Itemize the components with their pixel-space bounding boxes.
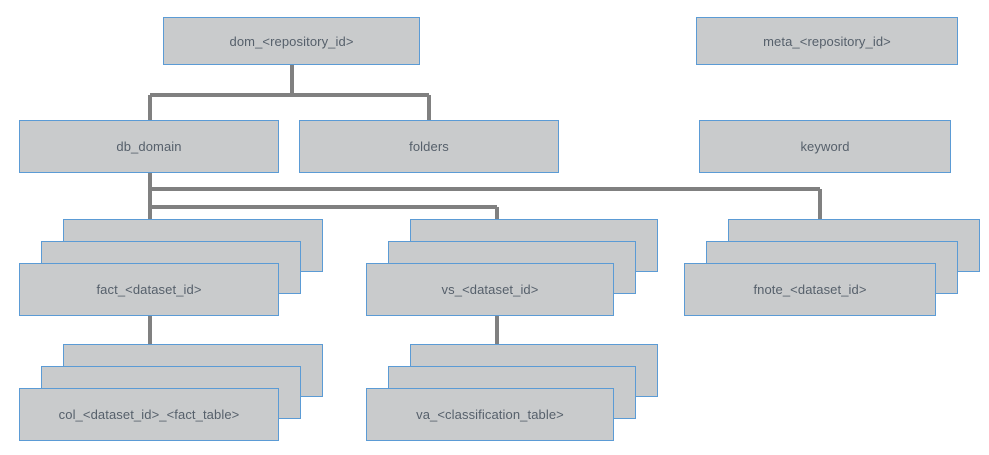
node-stack-fnote-dataset-id[interactable]: fnote_<dataset_id>	[684, 219, 980, 316]
node-label-keyword: keyword	[800, 139, 850, 154]
node-db-domain[interactable]: db_domain	[19, 120, 279, 173]
stack-sheet-front[interactable]: fact_<dataset_id>	[19, 263, 279, 316]
node-label-vs: vs_<dataset_id>	[441, 282, 539, 297]
node-label-fact: fact_<dataset_id>	[96, 282, 202, 297]
node-label-db-domain: db_domain	[116, 139, 182, 154]
node-label-meta: meta_<repository_id>	[763, 33, 891, 49]
node-label-dom: dom_<repository_id>	[229, 33, 354, 49]
node-label-folders: folders	[409, 139, 449, 154]
node-meta-repository-id[interactable]: meta_<repository_id>	[696, 17, 958, 65]
stack-sheet-front[interactable]: col_<dataset_id>_<fact_table>	[19, 388, 279, 441]
node-stack-va-classification-table[interactable]: va_<classification_table>	[366, 344, 658, 441]
node-label-va: va_<classification_table>	[416, 407, 564, 422]
node-stack-fact-dataset-id[interactable]: fact_<dataset_id>	[19, 219, 323, 316]
stack-sheet-front[interactable]: fnote_<dataset_id>	[684, 263, 936, 316]
node-keyword[interactable]: keyword	[699, 120, 951, 173]
node-dom-repository-id[interactable]: dom_<repository_id>	[163, 17, 420, 65]
stack-sheet-front[interactable]: vs_<dataset_id>	[366, 263, 614, 316]
node-label-fnote: fnote_<dataset_id>	[753, 282, 867, 297]
node-stack-vs-dataset-id[interactable]: vs_<dataset_id>	[366, 219, 658, 316]
node-label-col: col_<dataset_id>_<fact_table>	[58, 407, 240, 422]
node-folders[interactable]: folders	[299, 120, 559, 173]
node-stack-col-dataset-id-fact-table[interactable]: col_<dataset_id>_<fact_table>	[19, 344, 323, 441]
stack-sheet-front[interactable]: va_<classification_table>	[366, 388, 614, 441]
